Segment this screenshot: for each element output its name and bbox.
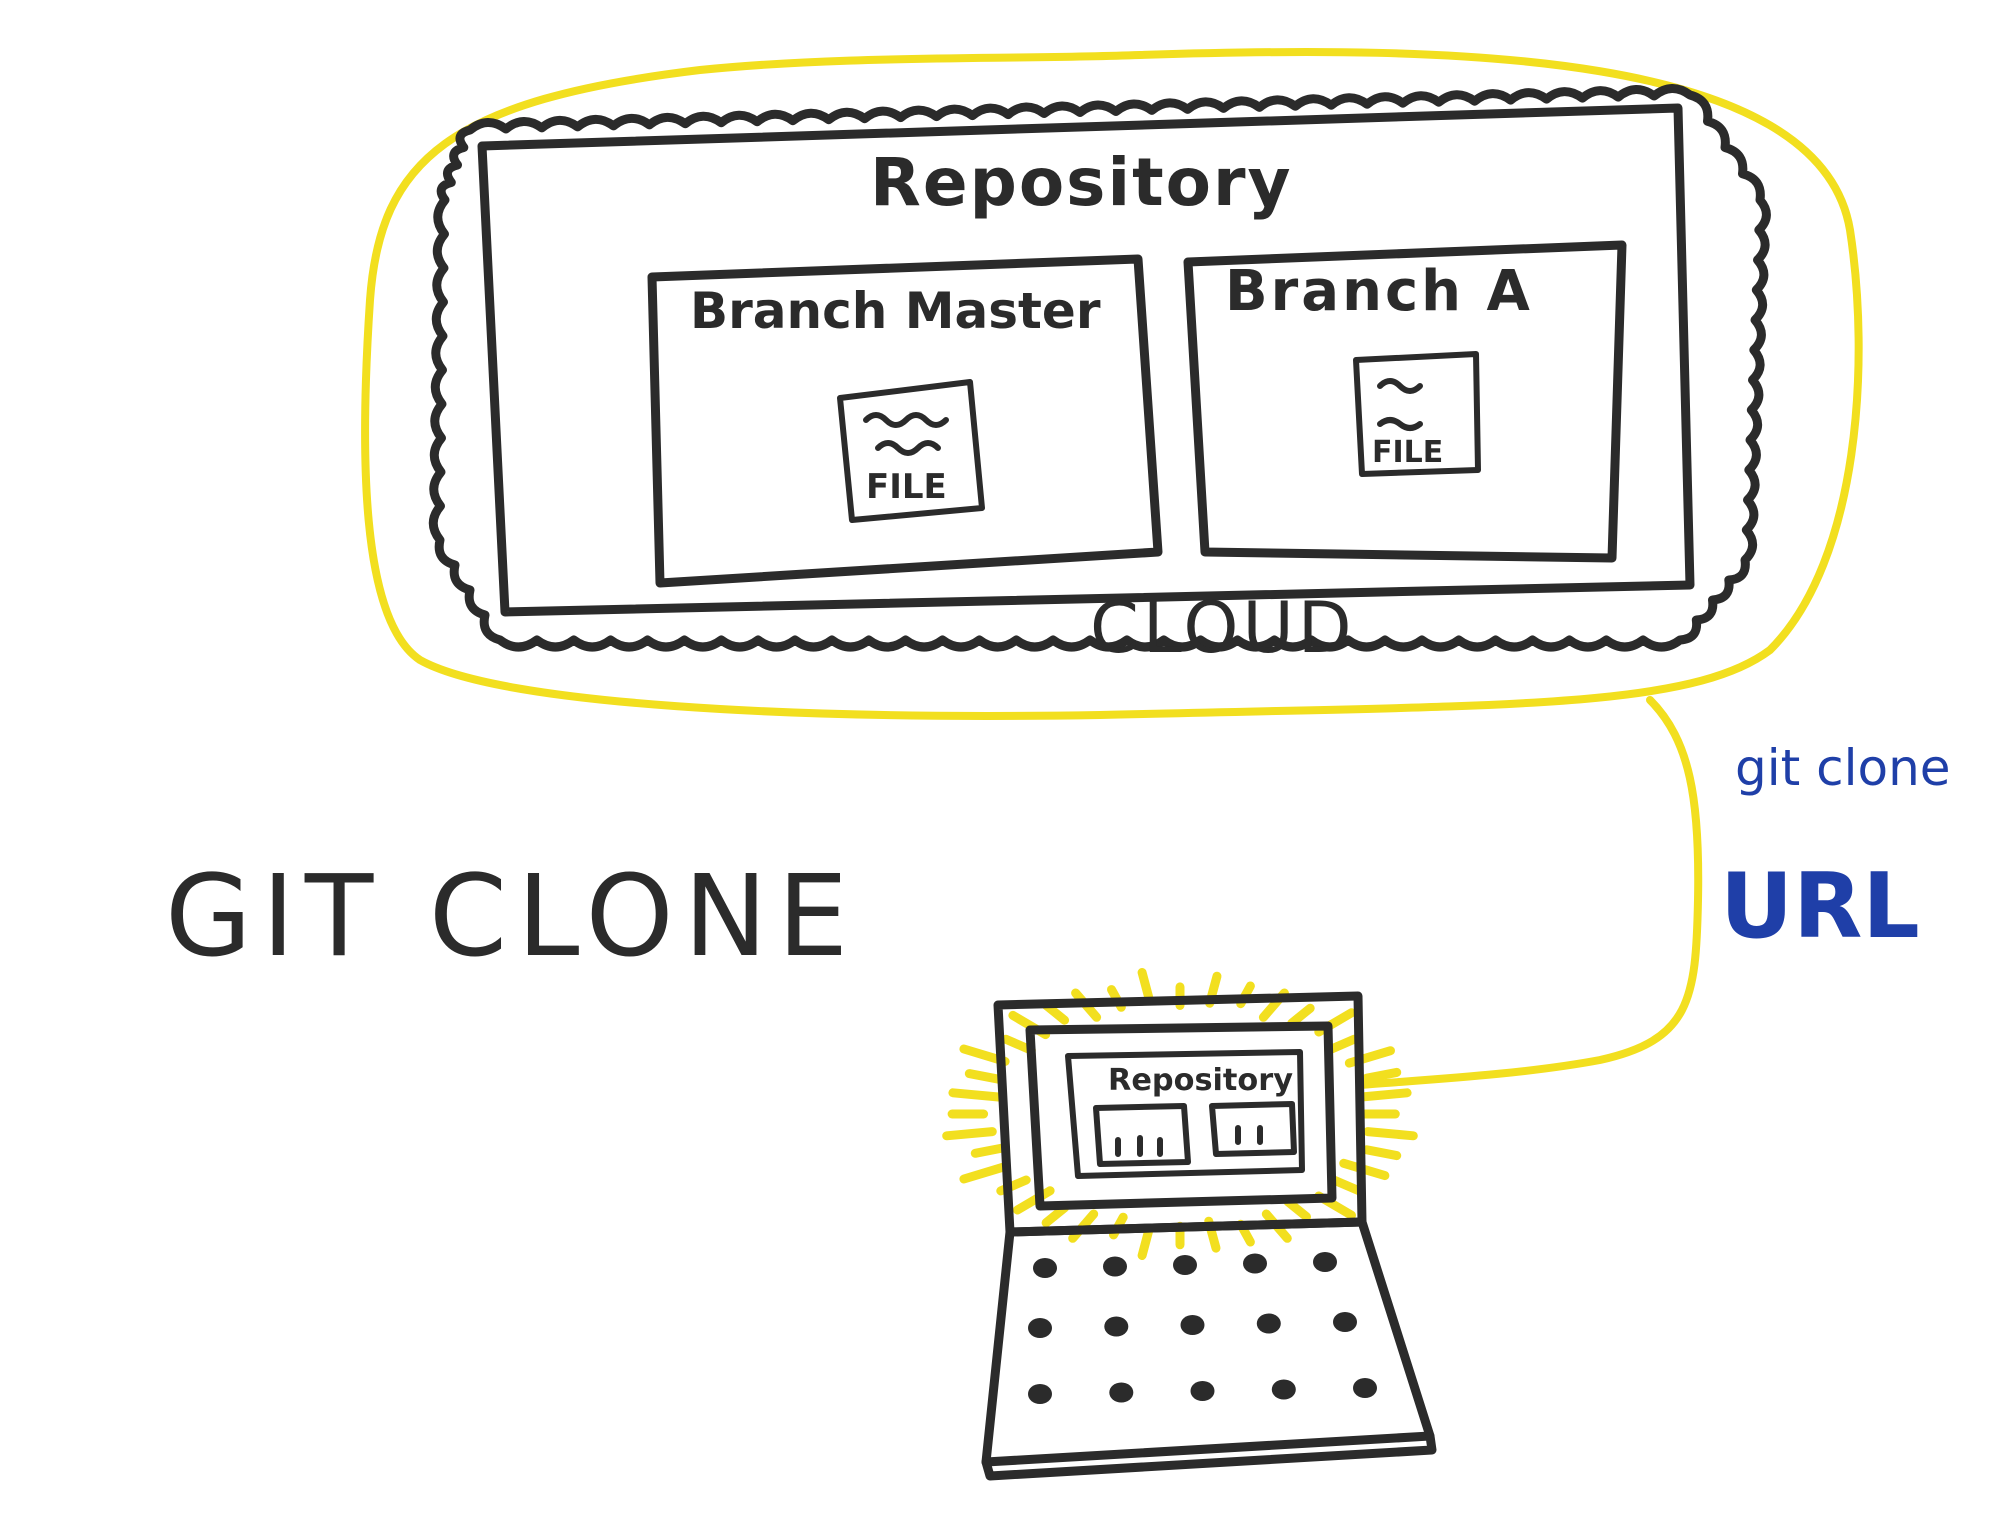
glow-ray <box>970 1143 1010 1158</box>
keyboard-key <box>1028 1318 1052 1338</box>
glow-ray <box>1283 1197 1311 1222</box>
glow-ray <box>942 1127 997 1141</box>
keyboard-key <box>1109 1382 1134 1403</box>
keyboard-keys <box>1028 1252 1377 1404</box>
laptop-screen-inner <box>1025 1021 1337 1211</box>
clone-connector-line <box>1356 696 1703 1089</box>
file-icon-label: FILE <box>1372 435 1443 470</box>
glow-ray <box>948 1088 1003 1102</box>
laptop: Repository <box>981 991 1437 1481</box>
keyboard-key <box>1313 1252 1337 1272</box>
keyboard-key <box>1180 1315 1205 1335</box>
keyboard-key <box>1173 1255 1197 1275</box>
mini-branch-box <box>1093 1103 1191 1167</box>
keyboard-key <box>1033 1258 1057 1278</box>
keyboard-key <box>1256 1313 1281 1334</box>
glow-ray <box>1329 1175 1364 1196</box>
repository-box <box>477 103 1695 617</box>
keyboard-key <box>1028 1384 1052 1404</box>
glow-ray <box>1287 1003 1315 1028</box>
screen-glow-rays <box>942 968 1418 1260</box>
keyboard-key <box>1271 1379 1296 1400</box>
branch-a-label: Branch A <box>1225 259 1533 324</box>
glow-ray <box>1362 1067 1402 1083</box>
glow-ray <box>1357 1088 1412 1102</box>
glow-ray <box>1363 1127 1418 1141</box>
cloud-outline <box>428 84 1771 652</box>
glow-ray <box>964 1069 1004 1084</box>
glow-ray <box>1362 1145 1402 1161</box>
branch-a-box <box>1183 240 1627 563</box>
mini-repository-box <box>1065 1049 1305 1179</box>
laptop-base-edge <box>981 1431 1437 1481</box>
glow-ray <box>1041 1203 1070 1228</box>
keyboard-key <box>1353 1378 1377 1398</box>
cloud-label: CLOUD <box>1090 587 1356 669</box>
glow-ray <box>959 1162 1010 1184</box>
keyboard-key <box>1103 1256 1127 1277</box>
file-icon: FILE <box>1353 351 1481 477</box>
keyboard-key <box>1333 1312 1357 1332</box>
mini-repository-label: Repository <box>1108 1063 1293 1098</box>
glow-ray <box>1137 1224 1154 1260</box>
mini-branch-box <box>1209 1101 1297 1157</box>
yellow-highlight-loop <box>361 47 1863 720</box>
file-icon-label: FILE <box>866 467 947 507</box>
keyboard-key <box>1190 1381 1215 1401</box>
laptop-base <box>981 1217 1435 1467</box>
page-title: GIT CLONE <box>165 852 858 982</box>
branch-master-label: Branch Master <box>690 282 1101 340</box>
url-label: URL <box>1720 854 1920 959</box>
glow-ray <box>1012 1186 1055 1215</box>
git-clone-command: git clone <box>1735 739 1951 797</box>
glow-ray <box>1137 968 1154 1004</box>
repository-label: Repository <box>870 144 1293 221</box>
keyboard-key <box>1243 1253 1267 1274</box>
branch-master-box <box>647 254 1163 588</box>
file-icon: FILE <box>837 379 985 523</box>
keyboard-key <box>1104 1316 1129 1337</box>
